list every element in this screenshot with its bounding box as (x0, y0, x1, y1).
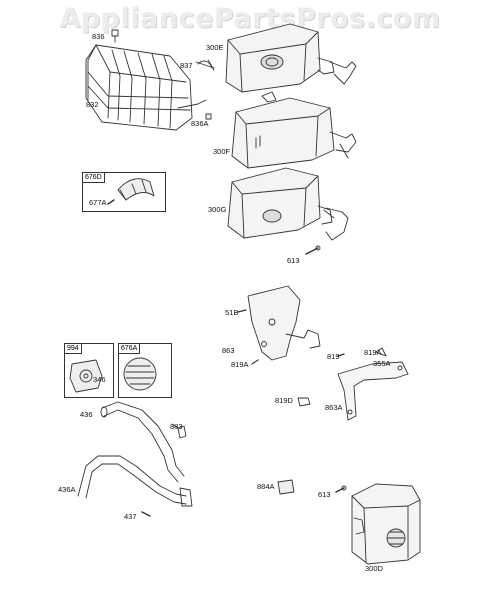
deflector-676A-drawing (123, 357, 157, 391)
part-label-300F: 300F (213, 147, 231, 156)
part-label-613-bottom: 613 (318, 490, 331, 499)
part-label-300D: 300D (365, 564, 383, 573)
part-label-355A: 355A (373, 359, 391, 368)
part-label-346: 346 (93, 375, 106, 384)
watermark-logo: AppliancePartsPros.com (59, 3, 441, 34)
screw-613-top (305, 245, 321, 255)
part-label-676A: 676A (119, 344, 141, 354)
muffler-300G (227, 167, 349, 241)
part-label-836: 836 (92, 32, 105, 41)
part-label-300E: 300E (206, 43, 224, 52)
deflector-676D-drawing (107, 178, 155, 205)
muffler-300E (195, 23, 357, 93)
part-label-836A: 836A (191, 119, 209, 128)
muffler-300D (351, 483, 421, 565)
part-label-819A-left: 819A (231, 360, 249, 369)
part-label-863: 863 (222, 346, 235, 355)
callout-box-994: 994 (64, 343, 114, 398)
part-label-437: 437 (124, 512, 137, 521)
exhaust-pipe-436A (77, 455, 193, 517)
part-label-436A: 436A (58, 485, 76, 494)
part-label-863A: 863A (325, 403, 343, 412)
part-label-819A-right: 819A (364, 348, 382, 357)
part-label-994: 994 (65, 344, 82, 354)
part-label-300G: 300G (208, 205, 227, 214)
part-label-676D: 676D (83, 173, 105, 183)
clip-884A (277, 479, 295, 495)
muffler-guard-832 (85, 29, 207, 131)
bracket-863 (237, 285, 321, 365)
bracket-863A (297, 347, 409, 421)
part-label-51B: 51B (225, 308, 239, 317)
callout-box-676D: 676D (82, 172, 166, 212)
part-label-883: 883 (170, 422, 183, 431)
muffler-300F (205, 91, 357, 169)
callout-box-676A: 676A (118, 343, 172, 398)
part-label-677A: 677A (89, 198, 107, 207)
part-label-837: 837 (180, 61, 193, 70)
exhaust-pipe-436 (100, 401, 187, 483)
part-label-613-top: 613 (287, 256, 300, 265)
screw-836 (111, 29, 119, 37)
part-label-884A: 884A (257, 482, 275, 491)
part-label-819D: 819D (275, 396, 293, 405)
part-label-819: 819 (327, 352, 340, 361)
screw-613-bottom (335, 485, 347, 493)
screen-994-drawing (69, 359, 103, 393)
part-label-436: 436 (80, 410, 93, 419)
part-label-832: 832 (86, 100, 99, 109)
